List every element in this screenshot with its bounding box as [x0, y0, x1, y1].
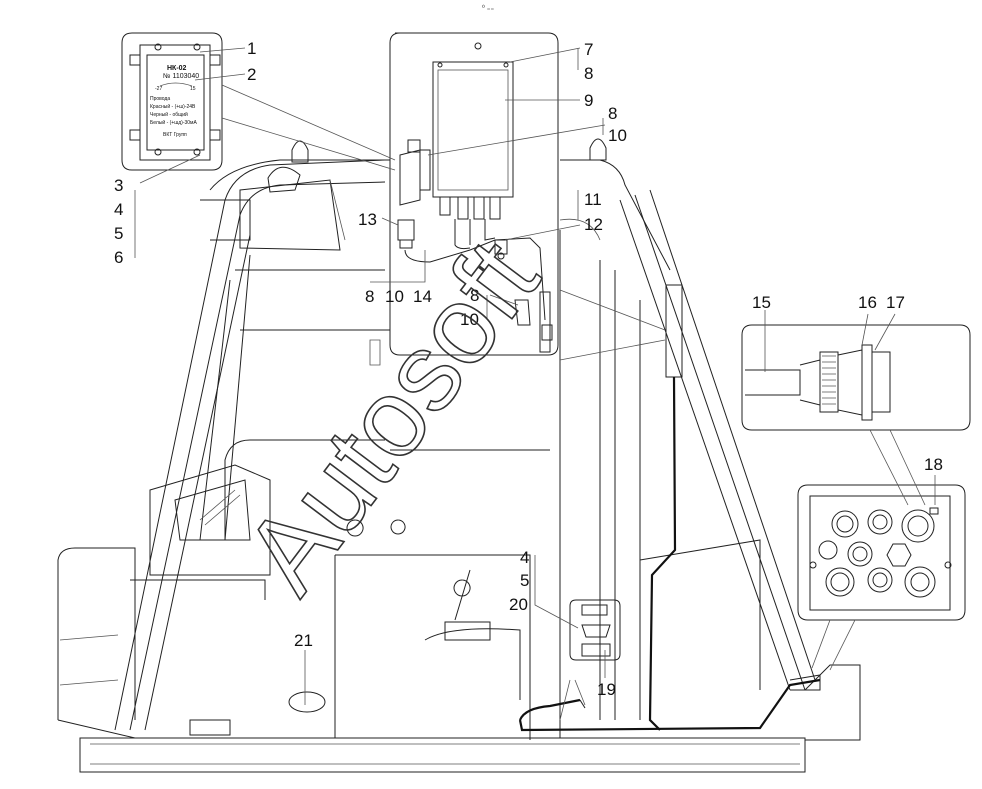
- label-18: 18: [924, 455, 943, 474]
- nameplate-dial-right: 15: [190, 86, 196, 92]
- label-7: 7: [584, 40, 593, 59]
- label-10b: 10: [385, 287, 404, 306]
- nameplate-line-2: Красный - (+ш)-24В: [150, 103, 196, 110]
- part-labels: 1 2 3 4 5 6 7 8 9 8 10 11 12 13 8 10 14 …: [114, 39, 943, 699]
- label-10c: 10: [460, 310, 479, 329]
- label-16: 16: [858, 293, 877, 312]
- label-11: 11: [584, 190, 602, 209]
- label-4: 4: [114, 200, 123, 219]
- label-1: 1: [247, 39, 256, 58]
- nameplate-maker: ВКТ Групп: [163, 132, 187, 138]
- label-9: 9: [584, 91, 593, 110]
- label-10a: 10: [608, 126, 627, 145]
- label-19: 19: [597, 680, 616, 699]
- nameplate-serial: № 1103040: [163, 73, 199, 80]
- main-harness: [518, 284, 821, 732]
- connector-inset: [741, 324, 971, 431]
- label-17: 17: [886, 293, 905, 312]
- nameplate-line-3: Черный - общий: [150, 111, 188, 118]
- nameplate-line-4: Белый - (+шд)-30мА: [150, 119, 197, 126]
- top-detail-panel: [389, 32, 559, 356]
- label-4b: 4: [520, 548, 529, 567]
- label-20: 20: [509, 595, 528, 614]
- label-6: 6: [114, 248, 123, 267]
- label-5b: 5: [520, 571, 529, 590]
- socket-panel-inset: [797, 484, 966, 621]
- label-8a: 8: [584, 64, 593, 83]
- label-8b: 8: [608, 104, 617, 123]
- nameplate-dial-left: -27: [155, 86, 162, 92]
- label-8c: 8: [365, 287, 374, 306]
- label-8d: 8: [470, 286, 479, 305]
- nameplate-inset: НК-02 № 1103040 -27 15 Провода Красный -…: [121, 32, 223, 171]
- label-14: 14: [413, 287, 432, 306]
- cab-body: [57, 138, 861, 773]
- label-12: 12: [584, 215, 603, 234]
- header-mark: ⁰ ₌₌: [482, 4, 494, 12]
- label-21: 21: [294, 631, 313, 650]
- label-3: 3: [114, 176, 123, 195]
- diagnostic-connector-inset: [569, 599, 621, 661]
- label-2: 2: [247, 65, 256, 84]
- label-13: 13: [358, 210, 377, 229]
- label-5: 5: [114, 224, 123, 243]
- nameplate-line-1: Провода: [150, 96, 170, 102]
- label-15: 15: [752, 293, 771, 312]
- nameplate-model: НК-02: [167, 65, 187, 72]
- leader-lines: [134, 47, 936, 721]
